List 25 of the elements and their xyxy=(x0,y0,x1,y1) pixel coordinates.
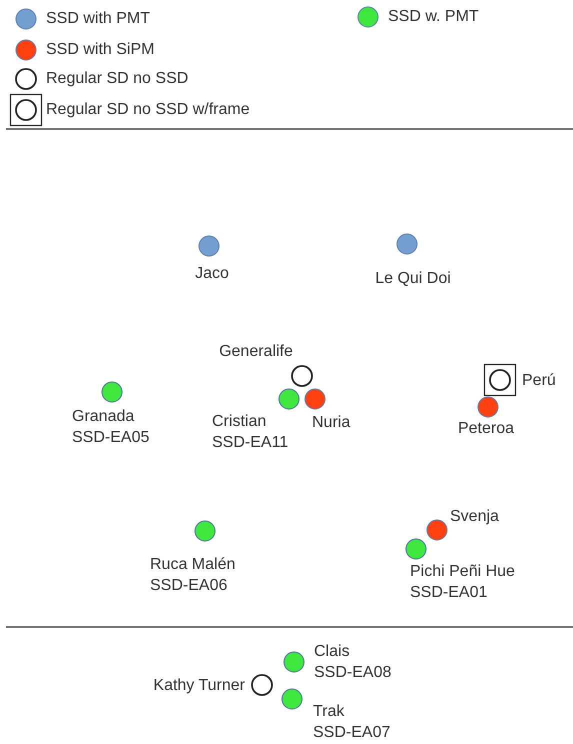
station-name: Nuria xyxy=(312,414,350,432)
legend-label: Regular SD no SSD w/frame xyxy=(46,101,250,119)
station-name: Cristian xyxy=(212,413,266,431)
legend-label: SSD with PMT xyxy=(46,10,150,28)
station-name: Jaco xyxy=(195,265,229,283)
station-code: SSD-EA08 xyxy=(314,664,392,682)
station-name: Generalife xyxy=(219,343,293,361)
station-name: Le Qui Doi xyxy=(375,270,451,288)
station-name: Ruca Malén xyxy=(150,556,236,574)
station-code: SSD-EA06 xyxy=(150,577,228,595)
station-name: Granada xyxy=(72,408,134,426)
legend-label: SSD with SiPM xyxy=(46,41,154,59)
legend-label: Regular SD no SSD xyxy=(46,70,188,88)
station-name: Svenja xyxy=(450,508,499,526)
legend-label: SSD w. PMT xyxy=(388,8,479,26)
station-code: SSD-EA11 xyxy=(212,434,288,452)
station-name: Kathy Turner xyxy=(153,677,245,695)
station-name: Trak xyxy=(313,703,344,721)
station-code: SSD-EA05 xyxy=(72,429,150,447)
station-name: Perú xyxy=(522,372,556,390)
station-name: Pichi Peñi Hue xyxy=(410,563,515,581)
station-code: SSD-EA01 xyxy=(410,584,488,602)
station-code: SSD-EA07 xyxy=(313,724,390,742)
station-name: Clais xyxy=(314,643,350,661)
station-name: Peteroa xyxy=(458,420,514,438)
